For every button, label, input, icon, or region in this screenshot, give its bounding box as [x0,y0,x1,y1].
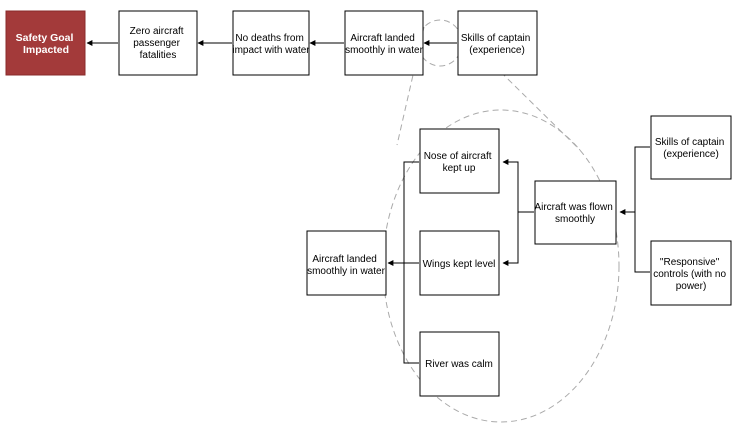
node-nose-kept-up: Nose of aircraft kept up [419,128,500,194]
node-wings-kept-level: Wings kept level [419,230,500,296]
goal-node: Safety Goal Impacted [5,10,86,76]
node-wings-kept-level-label: Wings kept level [423,259,496,270]
edge-controls-to-flown [634,212,650,273]
node-skills-captain-detail-label: Skills of captain (experience) [655,137,727,160]
zoom-connector-right [457,29,581,151]
goal-label: Safety Goal Impacted [16,32,77,56]
node-zero-fatalities: Zero aircraft passenger fatalities [118,10,198,76]
node-responsive-controls-label: "Responsive" controls (with no power) [653,257,729,292]
node-landed-smoothly-top-label: Aircraft landed smoothly in water [345,33,423,56]
node-landed-smoothly-top: Aircraft landed smoothly in water [344,10,424,76]
edge-flown-to-wings [502,212,519,266]
node-zero-fatalities-label: Zero aircraft passenger fatalities [130,26,187,61]
edge-flown-to-nose [502,159,534,213]
detail-edges [387,146,650,364]
node-flown-smoothly-label: Aircraft was flown smoothly [534,202,615,225]
node-landed-smoothly-detail-label: Aircraft landed smoothly in water [307,254,385,277]
node-river-calm: River was calm [419,331,500,397]
node-nose-kept-up-label: Nose of aircraft kept up [424,151,495,174]
node-landed-smoothly-detail: Aircraft landed smoothly in water [306,230,387,296]
edge-river-to-landed [403,263,419,364]
zoom-detail-ellipse [382,109,620,423]
edge-nose-to-landed [403,161,419,263]
node-no-deaths-impact: No deaths from impact with water [232,10,310,76]
node-flown-smoothly: Aircraft was flown smoothly [534,180,617,245]
edge-skills-to-flown [619,146,650,215]
node-responsive-controls: "Responsive" controls (with no power) [650,240,732,306]
node-skills-captain-top: Skills of captain (experience) [457,10,538,76]
node-no-deaths-impact-label: No deaths from impact with water [232,33,310,56]
node-river-calm-label: River was calm [425,359,493,370]
node-skills-captain-detail: Skills of captain (experience) [650,115,732,180]
node-skills-captain-top-label: Skills of captain (experience) [461,33,533,56]
